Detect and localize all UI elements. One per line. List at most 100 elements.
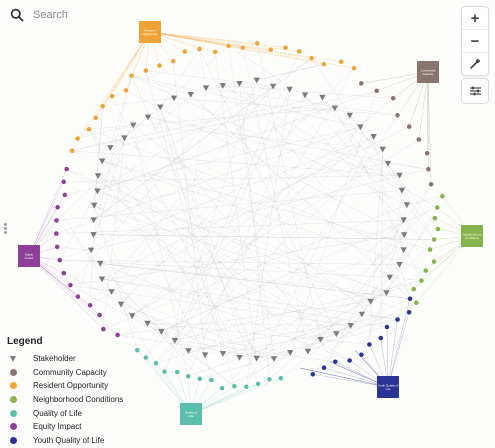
filter-settings-button[interactable] <box>461 78 489 104</box>
indicator-node[interactable] <box>377 335 384 341</box>
indicator-node[interactable] <box>358 351 365 358</box>
stakeholder-node[interactable] <box>401 232 408 238</box>
indicator-node[interactable] <box>406 309 412 316</box>
stakeholder-node[interactable] <box>301 92 309 99</box>
indicator-node[interactable] <box>67 282 74 288</box>
indicator-node[interactable] <box>332 358 339 365</box>
indicator-node[interactable] <box>266 376 273 383</box>
indicator-node[interactable] <box>181 48 188 55</box>
legend-item[interactable]: Neighborhood Conditions <box>7 393 123 407</box>
search-icon[interactable] <box>10 8 24 22</box>
stakeholder-node[interactable] <box>91 202 98 209</box>
stakeholder-node[interactable] <box>87 247 95 254</box>
stakeholder-node[interactable] <box>358 311 366 318</box>
legend-item[interactable]: Youth Quality of Life <box>7 434 123 448</box>
stakeholder-node[interactable] <box>128 313 136 320</box>
indicator-node[interactable] <box>431 236 437 243</box>
stakeholder-node[interactable] <box>158 328 165 335</box>
stakeholder-node[interactable] <box>201 352 209 359</box>
search-bar[interactable] <box>10 8 155 22</box>
stakeholder-node[interactable] <box>286 86 293 93</box>
indicator-node[interactable] <box>60 270 67 276</box>
indicator-node[interactable] <box>358 80 365 87</box>
stakeholder-node[interactable] <box>333 331 340 338</box>
indicator-node[interactable] <box>239 44 246 51</box>
indicator-node[interactable] <box>114 331 121 338</box>
stakeholder-node[interactable] <box>236 355 243 361</box>
indicator-node[interactable] <box>428 181 434 188</box>
stakeholder-node[interactable] <box>187 92 194 98</box>
indicator-node[interactable] <box>427 246 433 253</box>
indicator-node[interactable] <box>225 43 232 49</box>
stakeholder-node[interactable] <box>94 173 102 180</box>
stakeholder-node[interactable] <box>384 160 392 167</box>
stakeholder-node[interactable] <box>219 351 227 357</box>
stakeholder-node[interactable] <box>403 202 411 209</box>
stakeholder-node[interactable] <box>94 188 101 195</box>
stakeholder-node[interactable] <box>400 247 407 254</box>
stakeholder-node[interactable] <box>319 94 326 101</box>
indicator-node[interactable] <box>92 114 99 121</box>
zoom-out-button[interactable]: − <box>462 29 488 52</box>
indicator-node[interactable] <box>267 46 274 53</box>
stakeholder-node[interactable] <box>317 336 324 343</box>
legend-item[interactable]: Resident Opportunity <box>7 379 123 393</box>
zoom-in-button[interactable]: + <box>470 9 480 27</box>
search-input[interactable] <box>31 8 155 22</box>
stakeholder-node[interactable] <box>386 274 393 281</box>
indicator-node[interactable] <box>321 364 327 371</box>
indicator-node[interactable] <box>185 373 192 380</box>
stakeholder-node[interactable] <box>396 262 403 268</box>
stakeholder-node[interactable] <box>379 146 386 153</box>
indicator-node[interactable] <box>346 357 353 364</box>
indicator-node[interactable] <box>53 230 60 237</box>
indicator-node[interactable] <box>351 65 357 72</box>
indicator-node[interactable] <box>86 126 92 133</box>
stakeholder-node[interactable] <box>347 323 354 329</box>
indicator-node[interactable] <box>170 58 177 64</box>
indicator-node[interactable] <box>208 377 215 383</box>
indicator-node[interactable] <box>99 103 106 110</box>
indicator-node[interactable] <box>434 204 441 211</box>
indicator-node[interactable] <box>338 58 345 65</box>
indicator-node[interactable] <box>123 87 129 94</box>
indicator-node[interactable] <box>61 191 68 198</box>
stakeholder-node[interactable] <box>108 289 115 295</box>
indicator-node[interactable] <box>174 369 181 375</box>
indicator-node[interactable] <box>161 368 168 375</box>
indicator-node[interactable] <box>425 166 432 173</box>
indicator-node[interactable] <box>296 48 303 55</box>
indicator-node[interactable] <box>366 341 373 348</box>
indicator-node[interactable] <box>431 215 438 222</box>
indicator-node[interactable] <box>219 385 225 391</box>
stakeholder-node[interactable] <box>130 122 137 129</box>
indicator-node[interactable] <box>254 40 261 47</box>
stakeholder-node[interactable] <box>370 134 377 140</box>
indicator-node[interactable] <box>384 324 390 330</box>
stakeholder-node[interactable] <box>219 83 226 89</box>
indicator-node[interactable] <box>394 112 401 119</box>
stakeholder-node[interactable] <box>287 350 294 356</box>
indicator-node[interactable] <box>422 267 429 274</box>
indicator-node[interactable] <box>63 166 70 172</box>
indicator-node[interactable] <box>87 302 93 309</box>
indicator-node[interactable] <box>309 371 316 378</box>
stakeholder-node[interactable] <box>367 298 374 305</box>
stakeholder-node[interactable] <box>346 112 353 119</box>
indicator-node[interactable] <box>96 312 103 318</box>
indicator-node[interactable] <box>75 293 81 300</box>
stakeholder-node[interactable] <box>97 260 104 267</box>
indicator-node[interactable] <box>431 258 437 265</box>
stakeholder-node[interactable] <box>396 172 403 179</box>
indicator-node[interactable] <box>439 193 446 200</box>
indicator-node[interactable] <box>390 95 397 102</box>
indicator-node[interactable] <box>69 147 76 154</box>
indicator-node[interactable] <box>60 178 67 185</box>
indicator-node[interactable] <box>394 316 401 323</box>
